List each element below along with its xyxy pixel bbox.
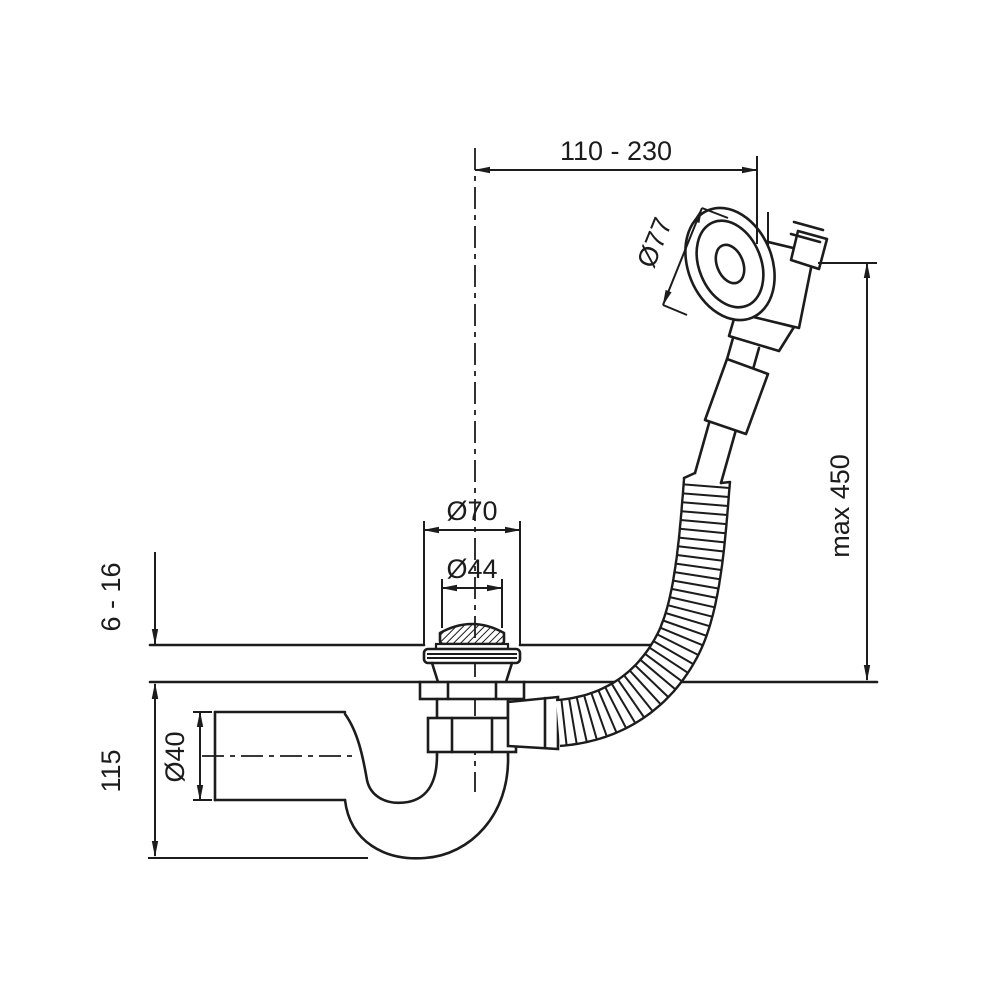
side-outlet-elbow bbox=[506, 695, 560, 751]
overflow-head bbox=[684, 206, 829, 353]
hose-body bbox=[556, 478, 730, 746]
dim-pipe-diameter: Ø40 bbox=[160, 711, 212, 801]
label-flange-diameter: Ø70 bbox=[446, 496, 497, 526]
label-plug-diameter: Ø44 bbox=[446, 554, 497, 584]
dim-top-span: 110 - 230 bbox=[474, 136, 758, 244]
dim-plug-diameter: Ø44 bbox=[441, 554, 503, 628]
label-trap-depth: 115 bbox=[96, 749, 126, 792]
hose-corrugation bbox=[560, 483, 730, 746]
tub-floor-lines bbox=[148, 643, 879, 684]
plug-cap bbox=[438, 622, 506, 646]
drain-flange bbox=[422, 647, 522, 665]
label-pipe-diameter: Ø40 bbox=[160, 731, 190, 782]
label-top-span: 110 - 230 bbox=[560, 136, 672, 166]
flexible-hose bbox=[555, 336, 770, 748]
outlet-pipe bbox=[213, 710, 347, 802]
locknut bbox=[418, 680, 526, 701]
dim-flange-diameter: Ø70 bbox=[423, 496, 521, 646]
label-max-height: max 450 bbox=[825, 454, 855, 558]
p-trap bbox=[343, 712, 510, 860]
label-overflow-diameter: Ø77 bbox=[631, 213, 678, 272]
drain-assembly bbox=[418, 622, 560, 757]
hex-nut bbox=[426, 716, 518, 754]
label-panel-thickness: 6 - 16 bbox=[96, 562, 126, 631]
dim-trap-depth: 115 bbox=[96, 683, 368, 859]
overflow-cap-inner bbox=[714, 243, 746, 285]
hose-sleeve bbox=[703, 357, 770, 436]
dim-panel-thickness: 6 - 16 bbox=[96, 552, 159, 733]
dim-max-height: max 450 bbox=[818, 262, 877, 681]
